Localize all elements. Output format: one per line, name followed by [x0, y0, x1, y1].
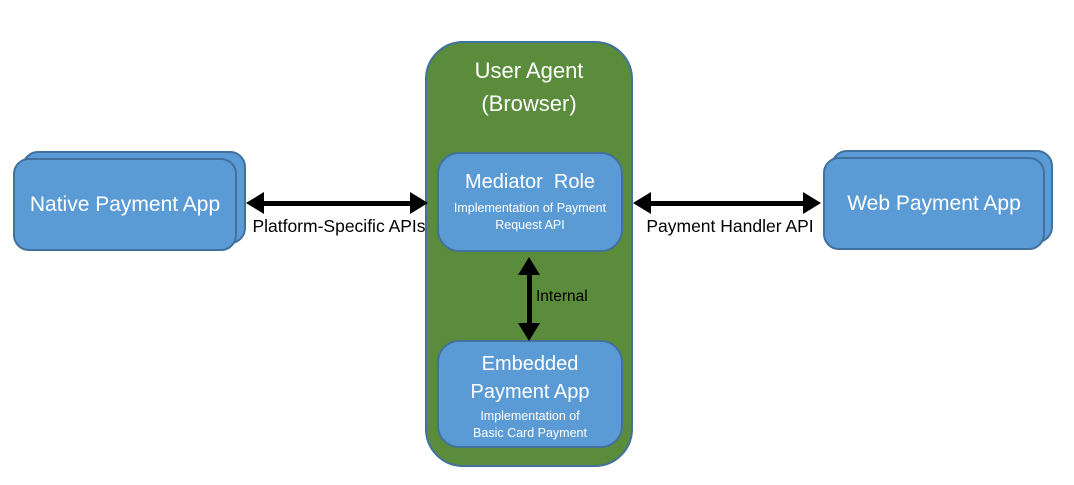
mediator-role-box: Mediator Role Implementation of Payment …: [437, 152, 623, 252]
platform-arrow-left-head: [246, 192, 264, 214]
embedded-subtitle: Implementation of Basic Card Payment: [439, 408, 621, 442]
platform-specific-apis-label: Platform-Specific APIs: [252, 216, 426, 236]
mediator-role-subtitle: Implementation of Payment Request API: [453, 201, 607, 232]
embedded-title-line1: Embedded: [481, 353, 579, 375]
user-agent-title: User Agent (Browser): [425, 54, 633, 120]
platform-arrow-right-head: [410, 192, 428, 214]
embedded-title-line2: Payment App: [470, 381, 590, 403]
handler-arrow-left-head: [633, 192, 651, 214]
handler-arrow-shaft: [649, 201, 805, 206]
internal-label: Internal: [536, 288, 588, 305]
embedded-payment-app-box: Embedded Payment App Implementation of B…: [437, 340, 623, 448]
internal-arrow-shaft: [527, 273, 532, 325]
web-payment-app-label: Web Payment App: [847, 191, 1021, 215]
handler-arrow-right-head: [803, 192, 821, 214]
web-payment-app-box: Web Payment App: [823, 157, 1045, 250]
native-payment-app-label: Native Payment App: [29, 192, 221, 216]
internal-arrow-up-head: [518, 257, 540, 275]
user-agent-title-line2: (Browser): [481, 91, 577, 116]
internal-arrow-down-head: [518, 323, 540, 341]
embedded-subtitle-line2: Basic Card Payment: [473, 426, 587, 440]
user-agent-title-line1: User Agent: [474, 58, 584, 83]
embedded-subtitle-line1: Implementation of: [480, 409, 580, 423]
platform-arrow-shaft: [262, 201, 412, 206]
payment-handler-api-label: Payment Handler API: [646, 216, 814, 236]
mediator-role-title: Mediator Role: [464, 171, 596, 193]
native-payment-app-box: Native Payment App: [13, 158, 237, 251]
